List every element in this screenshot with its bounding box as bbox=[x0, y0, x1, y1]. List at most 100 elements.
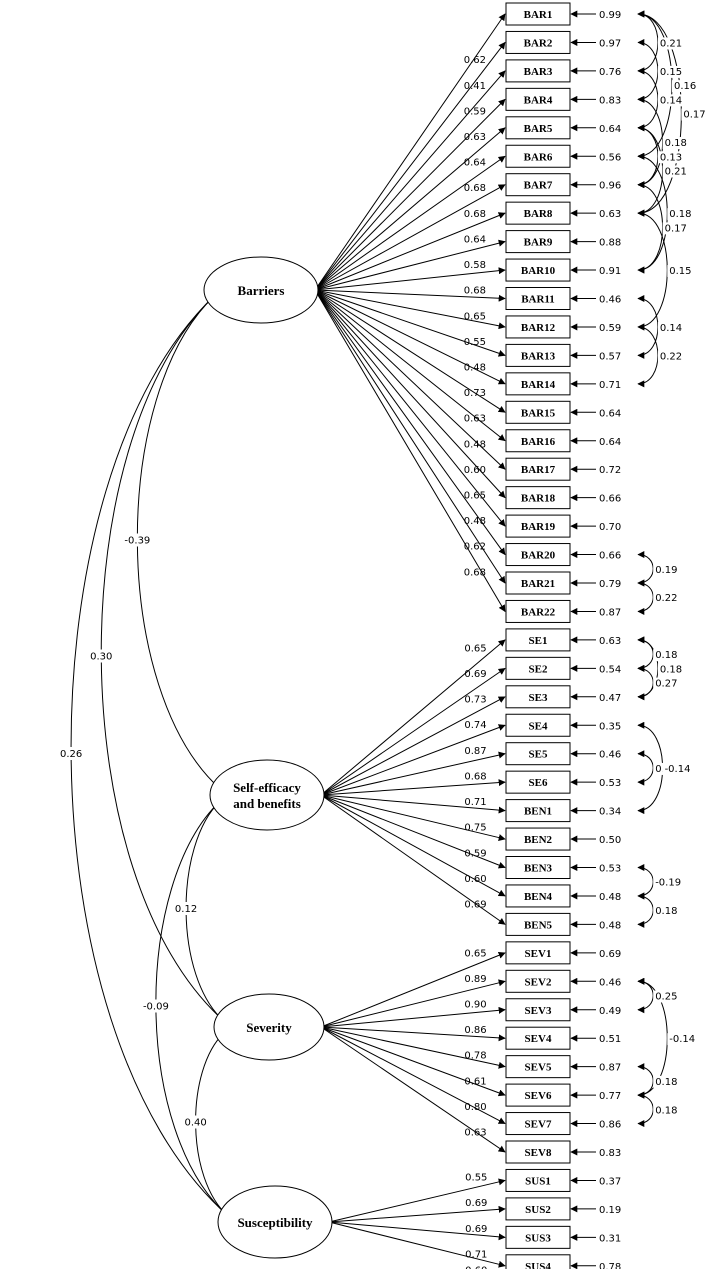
error-covariance-arc bbox=[637, 295, 659, 359]
indicator-bar11: BAR11 bbox=[505, 287, 571, 310]
loading-label: 0.48 bbox=[464, 439, 486, 450]
indicator-se3: SE3 bbox=[505, 685, 571, 709]
error-variance-label: 0.34 bbox=[599, 807, 621, 818]
loading-label: 0.63 bbox=[464, 414, 486, 425]
indicator-label: BAR19 bbox=[521, 521, 556, 533]
error-covariance-arc bbox=[637, 38, 659, 103]
indicator-bar16: BAR16 bbox=[505, 429, 571, 453]
error-variance-label: 0.59 bbox=[599, 323, 621, 334]
error-variance-label: 0.79 bbox=[599, 579, 621, 590]
loading-label: 0.69 bbox=[465, 1198, 487, 1209]
covariance-arcs bbox=[70, 10, 682, 1217]
loading-path bbox=[314, 13, 506, 291]
loading-path bbox=[314, 98, 506, 291]
indicator-bar2: BAR2 bbox=[505, 30, 571, 54]
loading-label: 0.69 bbox=[464, 669, 486, 680]
loading-label: 0.68 bbox=[464, 209, 486, 220]
indicator-label: BEN2 bbox=[524, 834, 553, 846]
indicator-label: BAR6 bbox=[524, 151, 553, 163]
error-variance-label: 0.48 bbox=[599, 892, 621, 903]
loading-label: 0.48 bbox=[464, 516, 486, 527]
loading-path bbox=[320, 1026, 506, 1124]
indicator-se5: SE5 bbox=[505, 742, 571, 766]
indicator-label: BAR12 bbox=[521, 322, 556, 334]
loading-path bbox=[320, 794, 506, 841]
indicator-label: SEV8 bbox=[525, 1147, 552, 1159]
indicator-label: BAR5 bbox=[524, 123, 553, 135]
indicator-label: BAR14 bbox=[521, 379, 556, 391]
loading-label: 0.55 bbox=[464, 337, 486, 348]
error-covariance-arc bbox=[637, 750, 654, 786]
error-covariance-label: -0.14 bbox=[669, 1034, 695, 1045]
indicator-bar15: BAR15 bbox=[505, 400, 571, 424]
indicator-label: BEN1 bbox=[524, 806, 552, 818]
error-variance-label: 0.46 bbox=[599, 295, 621, 306]
loading-label: 0.86 bbox=[464, 1025, 486, 1036]
indicator-label: BAR7 bbox=[524, 180, 553, 192]
indicator-bar17: BAR17 bbox=[505, 457, 571, 481]
error-variance-label: 0.51 bbox=[599, 1034, 621, 1045]
loading-label: 0.80 bbox=[464, 1102, 486, 1113]
loading-label: 0.75 bbox=[464, 823, 486, 834]
loading-label: 0.73 bbox=[464, 388, 486, 399]
indicator-sus3: SUS3 bbox=[505, 1225, 571, 1249]
error-covariance-label: 0.18 bbox=[655, 1105, 677, 1116]
error-variance-label: 0.77 bbox=[599, 1091, 621, 1102]
loading-label: 0.65 bbox=[464, 311, 486, 322]
indicator-se2: SE2 bbox=[505, 656, 571, 680]
loading-label: 0.90 bbox=[464, 999, 486, 1010]
error-covariance-label: 0.18 bbox=[660, 664, 682, 675]
error-covariance-arc bbox=[637, 181, 663, 274]
factor-correlation-label: 0.26 bbox=[60, 749, 82, 760]
indicator-bar13: BAR13 bbox=[505, 343, 571, 367]
loading-path bbox=[314, 289, 506, 442]
loading-path bbox=[314, 212, 506, 291]
indicator-label: SEV2 bbox=[525, 976, 552, 988]
error-variance-label: 0.56 bbox=[599, 152, 621, 163]
indicator-label: BAR18 bbox=[521, 493, 556, 505]
error-variance-label: 0.83 bbox=[599, 1148, 621, 1159]
loading-path bbox=[320, 1026, 506, 1042]
error-covariance-label: 0.18 bbox=[669, 209, 691, 220]
loading-path bbox=[320, 979, 506, 1028]
loading-label: 0.61 bbox=[464, 1076, 486, 1087]
indicator-label: SUS2 bbox=[525, 1204, 551, 1216]
indicator-sev6: SEV6 bbox=[505, 1083, 571, 1107]
loading-path bbox=[314, 289, 506, 330]
indicator-label: BAR11 bbox=[521, 294, 555, 306]
error-covariance-arc bbox=[637, 551, 654, 587]
indicator-bar7: BAR7 bbox=[505, 173, 571, 197]
error-variance-label: 0.31 bbox=[599, 1233, 621, 1244]
loading-label: 0.71 bbox=[464, 797, 486, 808]
indicator-bar4: BAR4 bbox=[505, 87, 571, 111]
error-variance-label: 0.57 bbox=[599, 351, 621, 362]
error-variance-label: 0.70 bbox=[599, 522, 621, 533]
error-variance-label: 0.88 bbox=[599, 238, 621, 249]
error-variance-label: 0.64 bbox=[599, 408, 621, 419]
factor-correlation-arc bbox=[100, 295, 225, 1022]
error-covariance-label: 0.16 bbox=[674, 81, 696, 92]
indicator-bar5: BAR5 bbox=[505, 116, 571, 140]
error-variance-label: 0.49 bbox=[599, 1006, 621, 1017]
error-covariance-label: 0.18 bbox=[655, 650, 677, 661]
indicator-label: SEV7 bbox=[525, 1119, 552, 1131]
loading-label: 0.65 bbox=[464, 643, 486, 654]
indicator-label: SEV1 bbox=[525, 948, 552, 960]
loading-path bbox=[328, 1221, 506, 1268]
indicator-sev2: SEV2 bbox=[505, 969, 571, 993]
indicator-bar9: BAR9 bbox=[505, 230, 571, 254]
loading-path bbox=[320, 667, 506, 796]
error-covariance-label: 0.22 bbox=[655, 593, 677, 604]
indicator-label: SE1 bbox=[529, 635, 548, 647]
loading-path bbox=[320, 794, 506, 897]
indicator-label: BEN4 bbox=[524, 891, 553, 903]
error-variance-label: 0.47 bbox=[599, 693, 621, 704]
error-covariance-label: 0.14 bbox=[660, 323, 682, 334]
latent-bar: Barriers bbox=[203, 256, 319, 324]
error-variance-label: 0.53 bbox=[599, 864, 621, 875]
loading-label: 0.68 bbox=[464, 567, 486, 578]
error-covariance-label: 0.15 bbox=[669, 266, 691, 277]
error-variance-label: 0.86 bbox=[599, 1120, 621, 1131]
indicator-label: SE5 bbox=[529, 749, 548, 761]
